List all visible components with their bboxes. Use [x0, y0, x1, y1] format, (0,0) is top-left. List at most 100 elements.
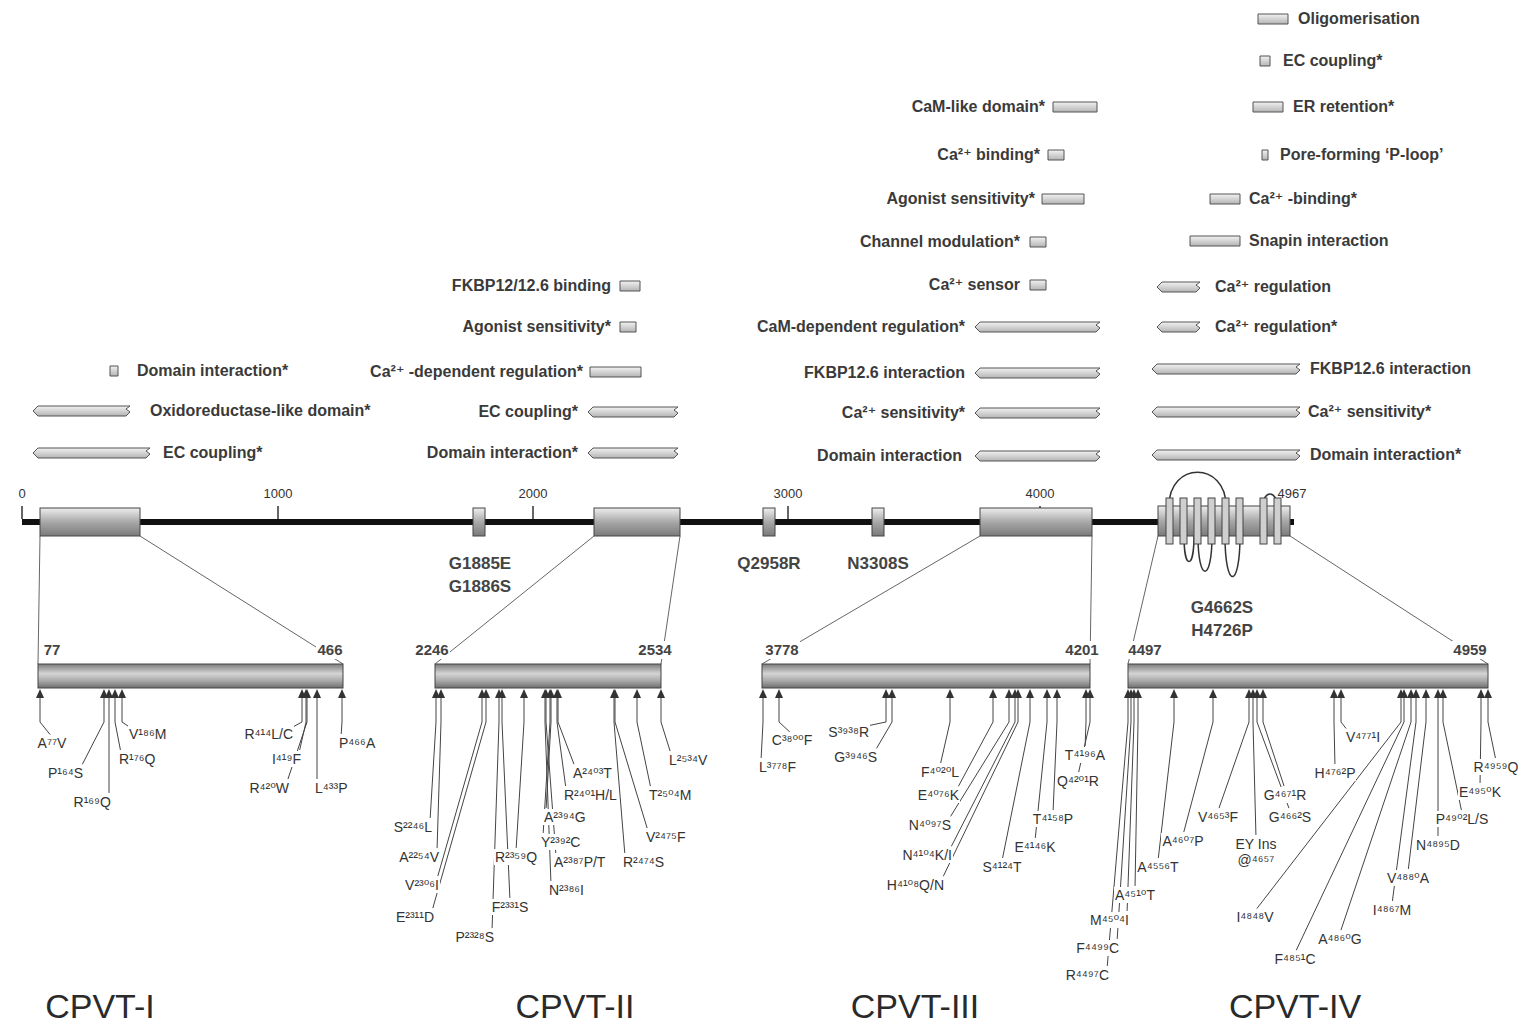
scale-tick: [277, 506, 279, 519]
mutation-label: G⁴⁶⁶²S: [1268, 809, 1312, 825]
mutation-label: A⁴⁶⁰⁷P: [1161, 833, 1204, 849]
feature-bar: [110, 366, 118, 376]
cluster-domain: [40, 508, 140, 536]
mutation-label: F⁴⁰²⁰L: [920, 764, 960, 780]
feature-bar: [1042, 194, 1084, 204]
leader-line: [1127, 697, 1134, 911]
mutation-label: A⁴⁵⁵⁶T: [1136, 859, 1179, 875]
leader-line: [433, 697, 486, 908]
mutation-arrowhead: [610, 689, 618, 698]
leader-line: [1334, 697, 1336, 764]
mutation-label: T²⁵⁰⁴M: [648, 787, 692, 803]
mutation-arrowhead: [1043, 689, 1051, 698]
leader-line: [115, 697, 120, 750]
mutation-arrowhead: [946, 689, 954, 698]
zoom-line: [38, 536, 40, 664]
feature-label: Snapin interaction: [1249, 232, 1389, 250]
mutation-label: R⁴⁴⁹⁷C: [1065, 967, 1110, 983]
feature-label: Ca²⁺ regulation: [1215, 278, 1331, 296]
mutation-site-label: G1885E: [449, 554, 511, 574]
mutation-label: H⁴¹⁰⁸Q/N: [886, 877, 945, 893]
leader-line: [516, 697, 524, 848]
mutation-label: A²⁴⁰³T: [572, 765, 613, 781]
feature-label: Domain interaction*: [137, 362, 288, 380]
feature-bar: [1262, 150, 1268, 160]
feature-bar: [975, 451, 1100, 461]
leader-line: [430, 697, 436, 818]
feature-bar: [1152, 407, 1300, 417]
leader-line: [870, 697, 886, 725]
transmembrane-helix: [1260, 498, 1267, 544]
leader-line: [546, 697, 556, 853]
residue-number: 4959: [1452, 641, 1487, 658]
feature-bar: [1253, 102, 1283, 112]
mutation-arrowhead: [111, 689, 119, 698]
feature-bar: [1048, 150, 1064, 160]
transmembrane-helix: [1208, 498, 1215, 544]
mutation-site-label: G4662S: [1191, 598, 1253, 618]
expanded-region-bar: [435, 664, 661, 688]
transmembrane-helix: [1236, 498, 1243, 544]
feature-label: FKBP12.6 interaction: [1310, 360, 1471, 378]
mutation-arrowhead: [775, 689, 783, 698]
scale-tick: [787, 506, 789, 519]
mutation-label: P¹⁶⁴S: [47, 765, 84, 781]
mutation-label: E²³¹¹D: [395, 909, 435, 925]
residue-number: 77: [43, 641, 62, 658]
mutation-label: M⁴⁵⁰⁴I: [1089, 912, 1130, 928]
feature-label: Ca²⁺ binding*: [937, 146, 1040, 164]
mutation-label: L²⁵³⁴V: [668, 752, 708, 768]
leader-line: [1341, 697, 1346, 729]
mutation-arrowhead: [657, 689, 665, 698]
mutation-label: F⁴⁴⁹⁹C: [1075, 940, 1120, 956]
leader-line: [1135, 697, 1138, 886]
axis-number: 1000: [264, 487, 293, 502]
mutation-arrowhead: [1134, 689, 1142, 698]
mutation-label: I⁴⁸⁶⁷M: [1372, 902, 1412, 918]
feature-bar: [1152, 450, 1300, 460]
leader-line: [546, 697, 551, 808]
mutation-label: A⁴⁵¹⁰T: [1114, 887, 1156, 903]
leader-line: [438, 697, 482, 876]
mutation-label: V⁴⁸⁸⁰A: [1386, 870, 1430, 886]
leader-line: [317, 697, 318, 779]
scale-tick: [532, 506, 534, 519]
feature-label: Channel modulation*: [860, 233, 1020, 251]
feature-bar: [1190, 236, 1240, 246]
mutation-site-label: H4726P: [1191, 621, 1252, 641]
expanded-region-bar: [1128, 664, 1488, 688]
mutation-arrowhead: [1170, 689, 1178, 698]
feature-bar: [975, 322, 1100, 332]
feature-label: ER retention*: [1293, 98, 1394, 116]
leader-line: [661, 697, 670, 751]
mutation-label: R¹⁶⁹Q: [73, 794, 112, 810]
mutation-label: V¹⁸⁶M: [128, 726, 167, 742]
mutation-label: E⁴¹⁴⁶K: [1013, 839, 1056, 855]
mutation-site-box: [763, 508, 775, 536]
residue-number: 4497: [1127, 641, 1162, 658]
mutation-label: R¹⁷⁶Q: [118, 751, 157, 767]
leader-line: [492, 697, 499, 928]
axis-number: 0: [18, 487, 25, 502]
feature-label: Domain interaction*: [1310, 446, 1461, 464]
mutation-arrowhead: [611, 689, 619, 698]
mutation-arrowhead: [338, 689, 346, 698]
residue-number: 2246: [414, 641, 449, 658]
feature-label: Ca²⁺ -dependent regulation*: [370, 363, 583, 381]
mutation-site-label: G1886S: [449, 577, 511, 597]
leader-line: [40, 697, 50, 735]
feature-bar: [1053, 102, 1097, 112]
mutation-label: R²³⁵⁹Q: [494, 849, 538, 865]
residue-number: 2534: [637, 641, 672, 658]
leader-line: [558, 697, 574, 764]
leader-line: [1053, 697, 1057, 810]
cluster-domain: [980, 508, 1092, 536]
feature-label: Agonist sensitivity*: [887, 190, 1035, 208]
mutation-label: N²³⁸⁶I: [548, 882, 585, 898]
transmembrane-helix: [1180, 498, 1187, 544]
mutation-label: R⁴⁹⁵⁹Q: [1473, 759, 1520, 775]
residue-number: 3778: [764, 641, 799, 658]
mutation-arrowhead: [1014, 689, 1022, 698]
mutation-label: R²⁴⁰¹H/L: [563, 787, 618, 803]
mutation-site-box: [872, 508, 884, 536]
